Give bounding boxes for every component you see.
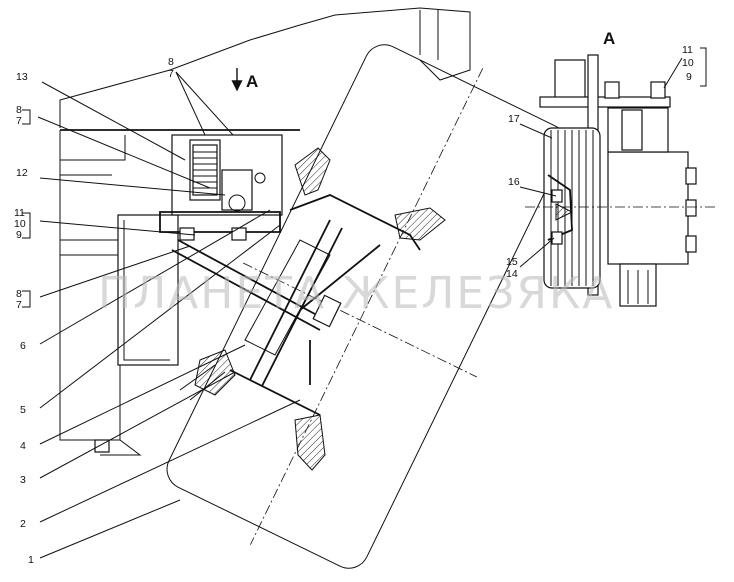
callout-17: 17 [508,113,520,125]
callout-11-left: 11 [14,207,25,219]
callout-7-low: 7 [16,299,22,311]
seal-bottom [294,414,326,471]
callout-13: 13 [16,71,28,83]
mounting-plate [117,214,179,366]
detail-leader-lines [519,47,707,268]
detail-housing [607,151,689,265]
tensioner-pulley [192,144,218,196]
seal-right [394,207,446,241]
callout-3: 3 [20,474,26,486]
callout-11-right: 11 [682,44,693,56]
callout-6: 6 [20,340,26,352]
callout-1: 1 [28,554,34,566]
callout-9-left: 9 [16,229,22,241]
callout-7-left: 7 [16,115,22,127]
callout-8-top: 8 [168,56,174,68]
watermark: ПЛАНЕТА ЖЕЛЕЗЯКА [98,268,614,319]
callout-15: 15 [506,256,518,268]
detail-view-label: А [603,29,615,48]
callout-8-left: 8 [16,104,22,116]
seal-upper [294,147,331,196]
callout-9-right: 9 [686,71,692,83]
leader-lines [22,71,301,559]
callout-10-left: 10 [14,218,26,230]
pulley-grooves [543,127,601,289]
fan-housing [166,44,567,569]
callout-2: 2 [20,518,26,530]
adjusting-rod [171,249,321,331]
callout-10-right: 10 [682,57,694,69]
frame-outline [59,7,471,128]
detail-view-a: А 11 [506,29,715,307]
callout-8-low: 8 [16,288,22,300]
view-label: А [246,72,258,91]
main-view: А 8 7 13 8 7 12 11 10 9 8 [14,7,567,569]
callout-7-top: 7 [168,68,174,80]
callout-14: 14 [506,268,518,280]
callout-4: 4 [20,440,26,452]
seal-lower [194,349,236,396]
callout-5: 5 [20,404,26,416]
callout-12: 12 [16,167,28,179]
callout-16: 16 [508,176,520,188]
